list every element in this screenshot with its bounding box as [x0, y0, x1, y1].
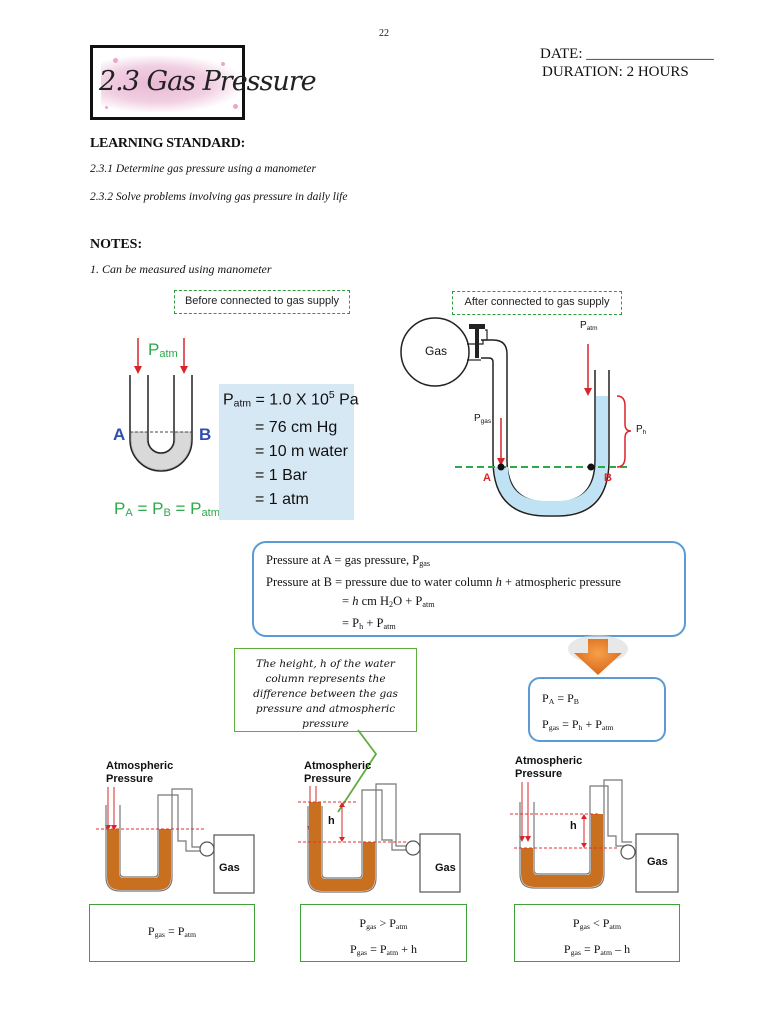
equivalent-line: = 76 cm Hg	[255, 419, 338, 437]
page-number: 22	[379, 28, 389, 39]
atmospheric-pressure-label: Atmospheric Pressure	[106, 760, 174, 785]
atmospheric-equivalents-box: Patm = 1.0 X 105 Pa = 76 cm Hg = 10 m wa…	[219, 384, 359, 520]
before-connected-label: Before connected to gas supply	[174, 290, 350, 314]
label-b: B	[604, 472, 612, 484]
gas-label: Gas	[435, 862, 456, 874]
note-item: 1. Can be measured using manometer	[90, 262, 272, 276]
gas-label: Gas	[425, 344, 448, 358]
manometer-greater-diagram	[298, 783, 461, 893]
equivalent-line: Patm = 1.0 X 105 Pa	[223, 390, 359, 410]
pressure-equation-box: PA = PB Pgas = Ph + Patm	[528, 677, 666, 742]
height-label: h	[328, 815, 335, 827]
manometer-equal-diagram	[96, 787, 255, 894]
title-banner: 2.3 Gas Pressure	[90, 45, 317, 120]
result-line: Pgas = Patm – h	[563, 942, 631, 957]
equivalent-line: = 1 atm	[255, 491, 309, 509]
pink-dot-decoration	[233, 104, 238, 109]
result-line: Pgas = Patm + h	[349, 942, 418, 957]
gas-manometer-diagram	[400, 317, 632, 517]
equation-line: Pgas = Ph + Patm	[542, 717, 614, 732]
duration-text: DURATION: 2 HOURS	[542, 64, 689, 80]
learning-standard-item: 2.3.1 Determine gas pressure using a man…	[90, 163, 316, 175]
manometer-less-diagram	[510, 779, 679, 893]
height-callout: The height, h of the water column repres…	[234, 648, 417, 732]
page-title: 2.3 Gas Pressure	[99, 66, 317, 97]
notes-heading: NOTES:	[90, 237, 143, 252]
learning-standard-heading: LEARNING STANDARD:	[90, 136, 245, 151]
pink-dot-decoration	[113, 58, 118, 63]
p-atm-label: Patm	[148, 340, 178, 360]
explanation-line: Pressure at A = gas pressure, Pgas	[266, 553, 431, 568]
equivalent-line: = 10 m water	[255, 443, 348, 461]
atmospheric-pressure-label: Atmospheric Pressure	[515, 755, 583, 780]
callout-pointer	[337, 729, 378, 813]
explanation-line: Pressure at B = pressure due to water co…	[266, 575, 621, 589]
open-manometer-diagram	[129, 338, 193, 472]
pink-splash-decoration	[101, 56, 241, 112]
down-arrow-icon	[568, 635, 628, 675]
pressure-explanation-box: Pressure at A = gas pressure, Pgas Press…	[252, 541, 686, 637]
atmospheric-pressure-label: Atmospheric Pressure	[304, 760, 372, 785]
label-b: B	[199, 425, 212, 444]
pressure-equality: PA = PB = Patm	[114, 499, 220, 519]
result-line: Pgas < Patm	[572, 916, 622, 931]
label-a: A	[113, 425, 126, 444]
pink-dot-decoration	[105, 106, 108, 109]
p-atm-label: Patm	[580, 320, 598, 332]
p-h-label: Ph	[636, 424, 647, 436]
p-gas-label: Pgas	[474, 413, 492, 425]
result-line: Pgas > Patm	[359, 916, 408, 931]
result-greater-box: Pgas > Patm Pgas = Patm + h	[300, 904, 467, 962]
explanation-line: = Ph + Patm	[342, 616, 396, 631]
height-label: h	[570, 820, 577, 832]
equation-line: PA = PB	[542, 691, 579, 706]
gas-label: Gas	[647, 856, 668, 868]
label-a: A	[483, 472, 491, 484]
after-connected-label: After connected to gas supply	[452, 291, 622, 315]
learning-standard-item: 2.3.2 Solve problems involving gas press…	[90, 191, 348, 203]
pink-dot-decoration	[221, 62, 225, 66]
result-equal-box: Pgas = Patm	[89, 904, 255, 962]
equivalent-line: = 1 Bar	[255, 467, 308, 485]
result-less-box: Pgas < Patm Pgas = Patm – h	[514, 904, 680, 962]
explanation-line: = h cm H2O + Patm	[342, 594, 435, 609]
date-field: DATE: _________________	[540, 46, 714, 62]
gas-label: Gas	[219, 862, 240, 874]
